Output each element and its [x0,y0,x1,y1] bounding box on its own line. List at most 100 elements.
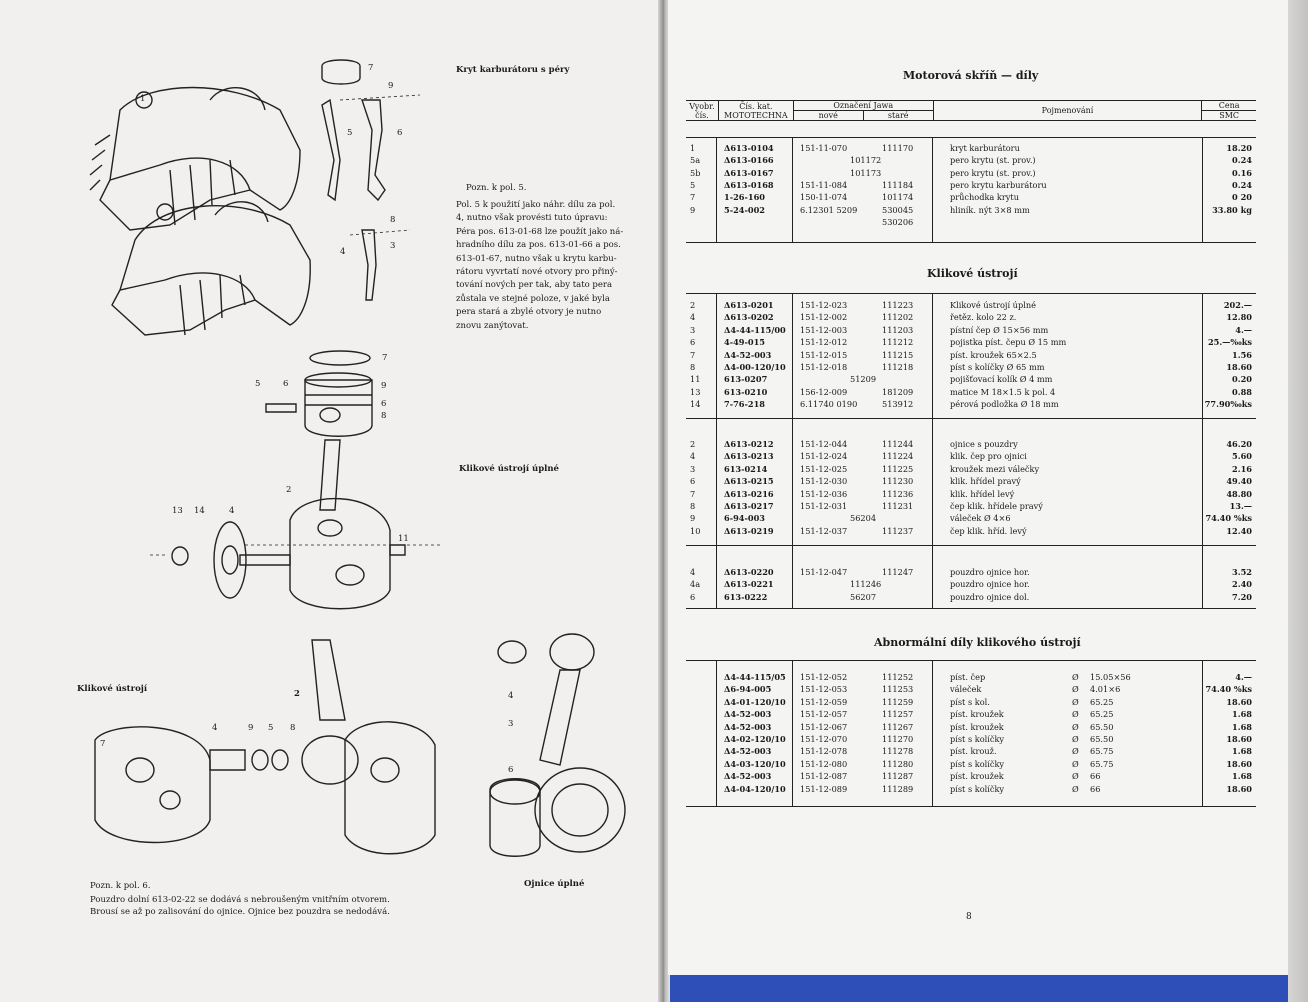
label-3: 3 [390,241,396,251]
cell-figure-no: 10 [690,525,701,536]
cell-diameter-symbol: Ø [1072,721,1079,732]
cell-jawa-old: 111230 [882,476,914,487]
cell-part-name: píst. čep [950,672,986,682]
cell-jawa-new: 151-12-067 [800,721,848,732]
cell-jawa-merged: 56204 [850,513,877,524]
cell-price: 25.—‰ks [1207,337,1252,348]
caption-crank-assembly-complete: Klikové ústrojí úplné [459,464,559,474]
cell-jawa-new: 151-12-059 [800,696,848,707]
cell-price: 0.24 [1232,155,1252,166]
cell-jawa-old: 111231 [882,501,914,511]
cell-catalog-no: 6-94-003 [724,513,765,524]
cell-diameter-symbol: Ø [1072,709,1079,720]
cell-catalog-no: Δ613-0168 [724,179,774,190]
cell-price: 18.60 [1226,758,1252,769]
cell-catalog-no: Δ613-0215 [724,476,774,487]
cell-catalog-no: Δ613-0217 [724,501,774,511]
footnote-title-pos6: Pozn. k pol. 6. [90,881,151,891]
cell-part-name: píst s kolíčky Ø 65 mm [950,362,1045,372]
cell-part-name: pero krytu (st. prov.) [950,155,1036,166]
cell-catalog-no: 5-24-002 [724,204,765,215]
column-divider [716,293,717,608]
section-title-abnormal-parts: Abnormální díly klikového ústrojí [874,636,1081,649]
cell-part-name: čep klik. hříd. levý [950,525,1027,536]
cell-price: 18.60 [1226,783,1252,794]
column-divider [1202,660,1203,806]
cell-part-name: váleček Ø 4×6 [950,513,1011,524]
cell-jawa-old: 101174 [882,192,914,203]
cell-figure-no: 4 [690,451,696,462]
cell-figure-no: 7 [690,488,696,499]
cell-part-name: píst. krouž. [950,746,997,757]
note-line: 613-01-67, nutno však u krytu karbu- [456,253,617,264]
cell-jawa-old: 111203 [882,324,914,335]
cell-price: 1.68 [1232,709,1252,720]
cell-jawa-old: 513912 [882,399,914,410]
cell-jawa-old: 111215 [882,349,914,360]
cell-price: 2.16 [1232,463,1252,474]
note-paragraph-pos5: Pol. 5 k použití jako náhr. dílu za pol.… [456,199,636,333]
note-line: rátoru vyvrtatí nové otvory pro přiný- [456,267,618,278]
cell-price: 3.52 [1232,567,1252,577]
cell-jawa-old: 111244 [882,439,914,449]
table-rule [686,293,1256,294]
carburetor-cover-drawing-bottom [111,201,311,336]
cell-part-name: píst s kolíčky [950,734,1005,744]
cell-jawa-old: 111257 [882,709,914,720]
cell-jawa-old: 111287 [882,771,914,782]
column-divider [716,660,717,806]
cell-jawa-old: 111278 [882,746,914,757]
cell-part-name: průchodka krytu [950,192,1019,203]
label-5b: 5 [255,379,261,389]
cell-jawa-old: 111237 [882,525,914,536]
label-14: 14 [194,506,205,516]
cell-jawa-new: 151-12-047 [800,567,848,577]
cell-diameter-symbol: Ø [1072,758,1079,769]
cell-price: 18.60 [1226,696,1252,707]
cell-figure-no: 6 [690,337,696,348]
column-divider [792,660,793,806]
cell-price: 74.40 %ks [1205,513,1252,524]
cell-catalog-no: Δ4-52-003 [724,771,772,782]
cell-part-name: kroužek mezi válečky [950,463,1040,474]
cell-price: 4.— [1235,324,1252,335]
cell-jawa-new: 150-11-074 [800,192,848,203]
cell-dimension: 66 [1090,783,1101,794]
cell-jawa-new: 151-12-057 [800,709,848,720]
cell-price: 13.— [1229,501,1252,511]
cell-catalog-no: Δ4-04-120/10 [724,783,786,794]
cell-catalog-no: 1-26-160 [724,192,765,203]
label-11: 11 [398,534,409,544]
cell-part-name: klik. hřídel pravý [950,476,1021,487]
label-8b: 8 [381,411,387,421]
table-rule [686,608,1256,609]
cell-jawa-old: 111247 [882,567,914,577]
cell-price: 18.60 [1226,362,1252,372]
cell-part-name: klik. hřídel levý [950,488,1015,499]
cell-price: 4.— [1235,672,1252,682]
label-5: 5 [347,128,353,138]
cell-diameter-symbol: Ø [1072,734,1079,744]
cell-catalog-no: 613-0222 [724,591,768,602]
cell-catalog-no: 4-49-015 [724,337,765,348]
note-line: Pol. 5 k použití jako náhr. dílu za pol. [456,200,616,210]
cell-dimension: 65.25 [1090,696,1114,707]
label-5c: 5 [268,723,274,733]
note-line: hradního dílu za pos. 613-01-66 a pos. [456,240,621,251]
cell-catalog-no: Δ613-0104 [724,143,774,153]
table-rule [686,660,1256,661]
cell-price: 1.68 [1232,771,1252,782]
